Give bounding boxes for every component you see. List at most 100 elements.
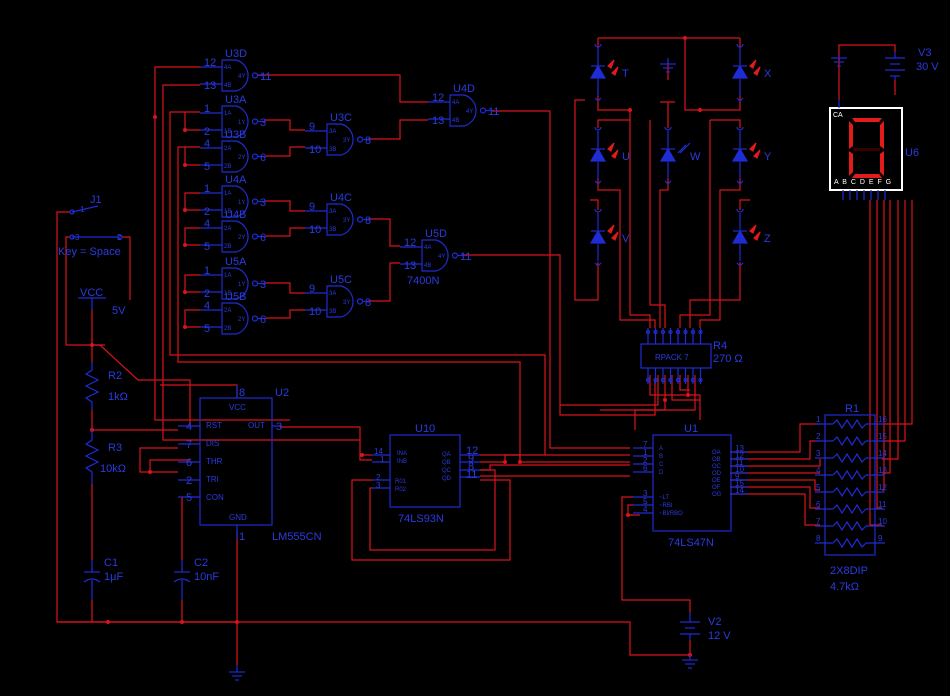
v2-ref: V2 xyxy=(708,616,721,628)
gate-pin-in2-u4a: 2 xyxy=(204,206,210,218)
gate-pin-in1-u4d: 12 xyxy=(432,92,444,104)
v2-value: 12 V xyxy=(708,630,731,642)
gate-ref-u3b: U3B xyxy=(225,129,246,141)
r1-right-pin: 12 xyxy=(878,483,887,492)
r1-left-pin: 2 xyxy=(816,432,821,441)
led-label: X xyxy=(764,68,772,80)
r1-part: 2X8DIP xyxy=(830,565,868,577)
u2-pin-tri: 2 xyxy=(186,475,192,487)
gate-ref-u4b: U4B xyxy=(225,209,246,221)
gate-py-u3d: 4Y xyxy=(238,74,245,80)
gate-pin-in2-u5d: 13 xyxy=(404,260,416,272)
u10-qd-name: QD xyxy=(442,476,452,482)
gate-pin-in2-u5b: 5 xyxy=(204,323,210,335)
gate-pin-in1-u5b: 4 xyxy=(204,300,210,312)
gate-pin-in1-u5a: 1 xyxy=(204,265,210,277)
gate-pa-u3b: 2A xyxy=(224,146,231,152)
gate-ref-u3c: U3C xyxy=(330,112,352,124)
gate-pin-out-u5a: 3 xyxy=(260,279,266,291)
r1-left-pin: 7 xyxy=(816,517,821,526)
led-y: Y xyxy=(731,126,772,185)
switch-j1[interactable]: J1 1 3 2 Key = Space xyxy=(58,194,123,258)
u2-gnd-name: GND xyxy=(229,513,247,522)
gate-pin-out-u4a: 3 xyxy=(260,197,266,209)
r1-left-pin: 5 xyxy=(816,483,821,492)
u1-input-pin: 2 xyxy=(643,456,648,465)
r3-value: 10kΩ xyxy=(100,463,126,475)
gate-pin-in1-u3b: 4 xyxy=(204,138,210,150)
u1-output-name: OA xyxy=(712,450,721,456)
gate-ref-u5b: U5B xyxy=(225,291,246,303)
r1-right-pin: 16 xyxy=(878,415,887,424)
gate-pin-out-u5d: 11 xyxy=(460,251,471,263)
u2-rst-name: RST xyxy=(206,421,222,430)
ic-u2-555: U2 LM555CN VCC GND RST DIS THR TRI CON O… xyxy=(178,385,322,543)
u10-part: 74LS93N xyxy=(398,513,444,525)
resistor-pack-r4: RPACK 7 R4 270 Ω xyxy=(640,328,743,384)
gate-pin-in2-u3d: 13 xyxy=(204,80,216,92)
u1-input-pin: 6 xyxy=(643,464,648,473)
gate-py-u4b: 2Y xyxy=(238,235,245,241)
u1-input-name: D xyxy=(659,470,664,476)
gate-pin-out-u3d: 11 xyxy=(260,71,271,83)
gate-pb-u3c: 3B xyxy=(329,147,336,153)
gate-py-u4d: 4Y xyxy=(466,109,473,115)
u2-out-name: OUT xyxy=(248,421,265,430)
switch-ref: J1 xyxy=(90,194,102,206)
r1-left-pin: 1 xyxy=(816,415,821,424)
gate-py-u3c: 3Y xyxy=(343,138,350,144)
r3-ref: R3 xyxy=(108,442,122,454)
u1-output-pin: 10 xyxy=(735,465,744,474)
gate-pb-u3b: 2B xyxy=(224,164,231,170)
u10-qa-name: QA xyxy=(442,452,451,458)
r4-ref: R4 xyxy=(713,340,727,352)
r1-left-pin: 3 xyxy=(816,449,821,458)
u1-ref: U1 xyxy=(684,423,698,435)
u1-input-pin: 1 xyxy=(643,448,648,457)
r1-right-pin: 10 xyxy=(878,517,887,526)
led-w: W xyxy=(659,126,701,185)
u10-ina-name: INA xyxy=(397,451,407,457)
u2-pin-thr: 6 xyxy=(186,457,192,469)
gate-pa-u5c: 3A xyxy=(329,291,336,297)
led-t: T xyxy=(589,43,629,102)
u1-input-name: B xyxy=(659,454,663,460)
u10-r02-name: R02 xyxy=(395,487,407,493)
gate-ref-u4d: U4D xyxy=(453,83,475,95)
u1-output-pin: 15 xyxy=(735,479,744,488)
gate-ref-u3a: U3A xyxy=(225,94,247,106)
nand-gates: U3D1213114A4B4YU3A1231A1B1YU3B4562A2B2YU… xyxy=(200,48,499,335)
led-label: U xyxy=(622,151,630,163)
u10-inb-name: INB xyxy=(397,459,407,465)
u10-pin-qd: 11 xyxy=(466,469,477,481)
u10-pin-qb: 9 xyxy=(468,453,474,465)
r1-right-pin: 15 xyxy=(878,432,887,441)
gate-pa-u4c: 3A xyxy=(329,209,336,215)
r1-ref: R1 xyxy=(845,403,859,415)
r1-right-pin: 13 xyxy=(878,466,887,475)
gate-pb-u4a: 1B xyxy=(224,209,231,215)
u1-control-name: ~BI/RBO xyxy=(659,511,683,517)
gate-pa-u4d: 4A xyxy=(452,100,459,106)
r4-part: RPACK 7 xyxy=(655,353,689,362)
u1-output-name: OG xyxy=(712,492,722,498)
u1-output-pin: 12 xyxy=(735,451,744,460)
gate-pin-out-u3c: 8 xyxy=(365,135,371,147)
u2-pin-gnd: 1 xyxy=(239,531,245,543)
gate-pin-out-u4d: 11 xyxy=(488,106,499,118)
r1-right-pin: 9 xyxy=(878,534,883,543)
u1-output-name: OE xyxy=(712,478,721,484)
u2-pin-dis: 7 xyxy=(186,439,192,451)
r1-left-pin: 4 xyxy=(816,466,821,475)
switch-pin2: 2 xyxy=(117,233,122,242)
gate-pb-u3a: 1B xyxy=(224,129,231,135)
u2-ref: U2 xyxy=(275,387,289,399)
gate-pa-u3d: 4A xyxy=(224,65,231,71)
u10-pin-inb: 1 xyxy=(380,455,385,464)
v3-value: 30 V xyxy=(916,61,939,73)
gate-py-u3b: 2Y xyxy=(238,155,245,161)
u10-pin-r01: 2 xyxy=(376,473,381,482)
